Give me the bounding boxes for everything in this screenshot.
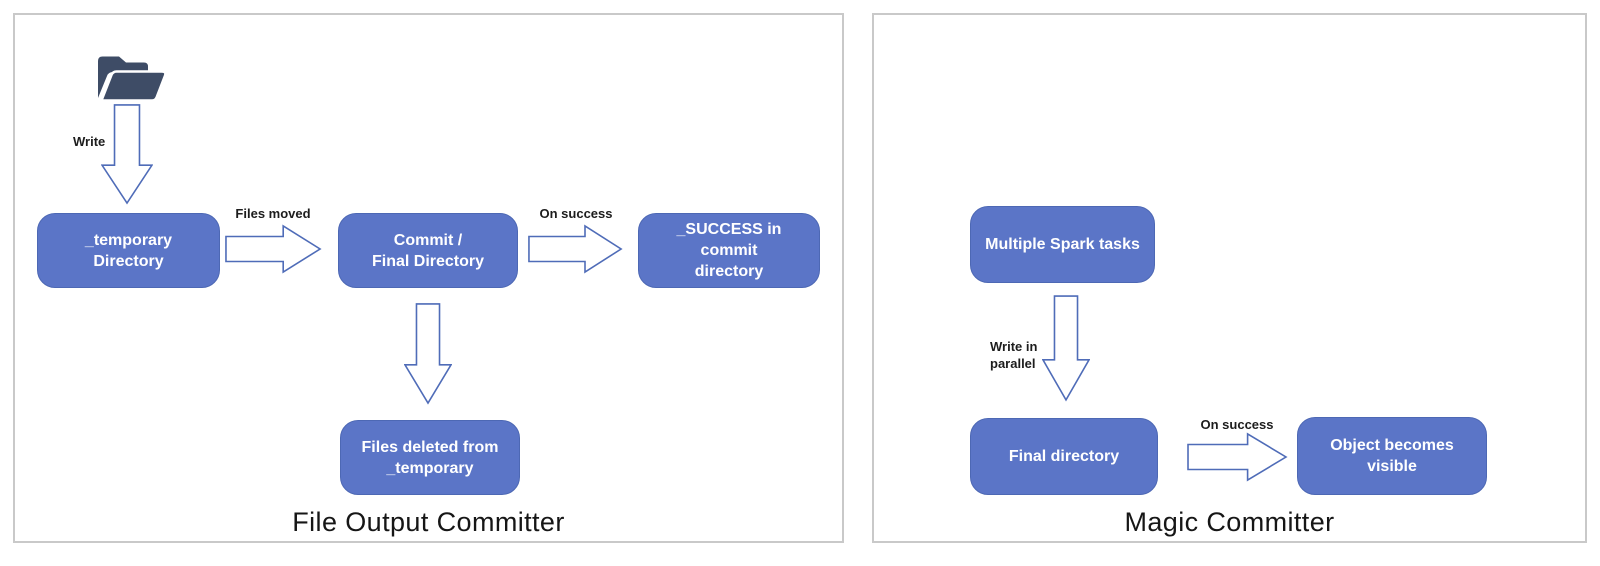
commit-final-directory-node: Commit / Final Directory <box>338 213 518 288</box>
file-output-committer-panel: Write _temporary Directory Files moved C… <box>13 13 844 543</box>
write-label: Write <box>73 134 106 149</box>
files-deleted-node: Files deleted from _temporary <box>340 420 520 495</box>
write-parallel-down-arrow <box>1042 295 1090 402</box>
on-success-right-arrow-magic <box>1187 432 1288 482</box>
multiple-spark-tasks-node: Multiple Spark tasks <box>970 206 1155 283</box>
final-directory-node: Final directory <box>970 418 1158 495</box>
on-success-right-arrow <box>528 224 623 274</box>
files-moved-right-arrow <box>225 224 322 274</box>
open-folder-icon <box>98 56 167 102</box>
object-becomes-visible-node: Object becomes visible <box>1297 417 1487 495</box>
on-success-label-right: On success <box>1200 417 1274 432</box>
right-panel-title: Magic Committer <box>1124 507 1335 537</box>
magic-committer-panel: Multiple Spark tasks Write in parallel F… <box>872 13 1587 543</box>
write-down-arrow <box>101 104 153 205</box>
files-moved-label: Files moved <box>235 206 311 221</box>
write-in-parallel-label: Write in parallel <box>990 339 1038 371</box>
on-success-label-left: On success <box>539 206 613 221</box>
temporary-directory-node: _temporary Directory <box>37 213 220 288</box>
left-panel-title: File Output Committer <box>292 507 565 537</box>
success-in-commit-directory-node: _SUCCESS in commit directory <box>638 213 820 288</box>
commit-down-arrow <box>404 303 452 405</box>
